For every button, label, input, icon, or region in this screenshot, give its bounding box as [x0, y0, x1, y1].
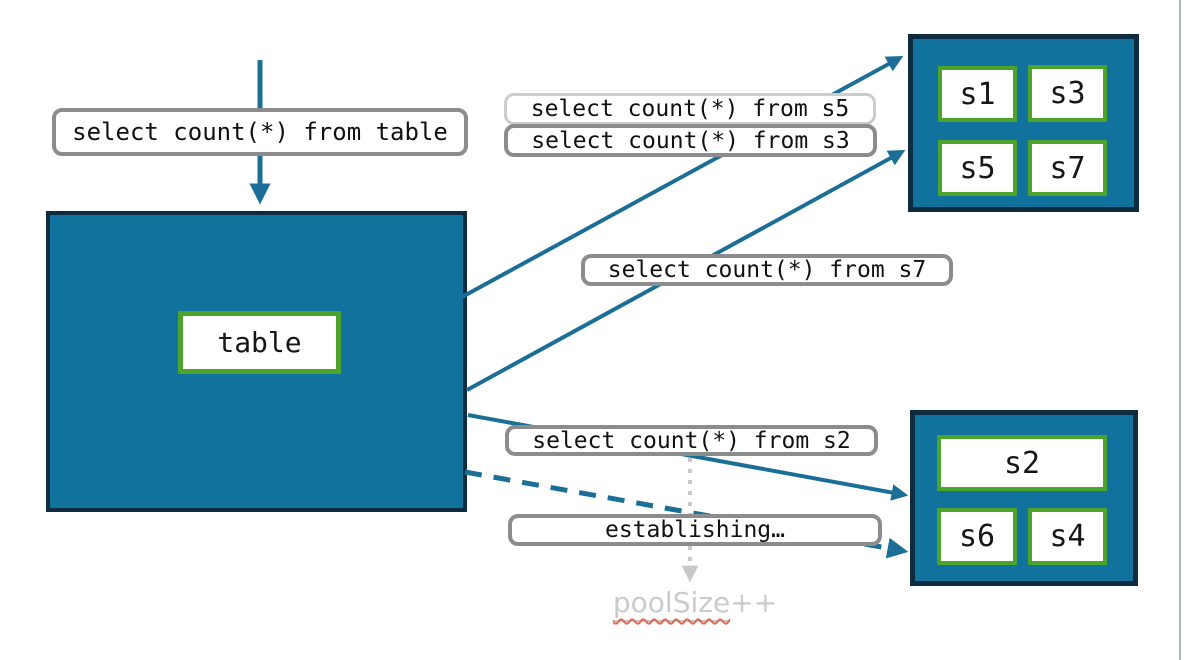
- shard-s6-label: s6: [958, 519, 996, 554]
- shard-group-bottom: s2 s6 s4: [910, 410, 1138, 586]
- shard-s5-label: s5: [959, 150, 996, 186]
- shard-s6: s6: [937, 508, 1017, 565]
- shard-s2-label: s2: [1003, 445, 1041, 481]
- query-label-establishing-text: establishing…: [604, 517, 785, 543]
- table-node: table: [178, 311, 341, 374]
- query-label-s5: select count(*) from s5: [504, 93, 876, 125]
- query-label-establishing: establishing…: [508, 514, 882, 546]
- table-container-box: table: [46, 211, 467, 512]
- query-label-s3: select count(*) from s3: [504, 124, 877, 157]
- shard-s1: s1: [938, 66, 1017, 122]
- shard-s7-label: s7: [1049, 150, 1086, 186]
- shard-s1-label: s1: [959, 76, 996, 112]
- shard-s2: s2: [937, 435, 1107, 491]
- shard-s3: s3: [1028, 65, 1107, 122]
- shard-s3-label: s3: [1049, 76, 1086, 111]
- query-label-table-text: select count(*) from table: [72, 118, 448, 146]
- query-label-s7: select count(*) from s7: [581, 254, 953, 286]
- shard-s4-label: s4: [1049, 519, 1086, 554]
- poolsize-note: poolSize++: [560, 586, 830, 622]
- shard-s5: s5: [938, 140, 1017, 196]
- query-label-s3-text: select count(*) from s3: [531, 127, 850, 154]
- query-label-s2-text: select count(*) from s2: [532, 427, 851, 454]
- poolsize-note-underlined: poolSize: [612, 586, 731, 622]
- arrow-establishing-dashed: [464, 469, 909, 559]
- query-label-s5-text: select count(*) from s5: [530, 96, 850, 122]
- slide-edge-line: [1179, 0, 1181, 660]
- shard-s7: s7: [1028, 140, 1107, 196]
- query-label-s2: select count(*) from s2: [505, 425, 878, 456]
- shard-group-top: s1 s3 s5 s7: [908, 34, 1139, 212]
- table-node-label: table: [217, 326, 302, 359]
- query-label-table: select count(*) from table: [52, 108, 468, 156]
- poolsize-note-suffix: ++: [730, 586, 778, 619]
- query-label-s7-text: select count(*) from s7: [607, 257, 927, 283]
- shard-s4: s4: [1028, 508, 1107, 565]
